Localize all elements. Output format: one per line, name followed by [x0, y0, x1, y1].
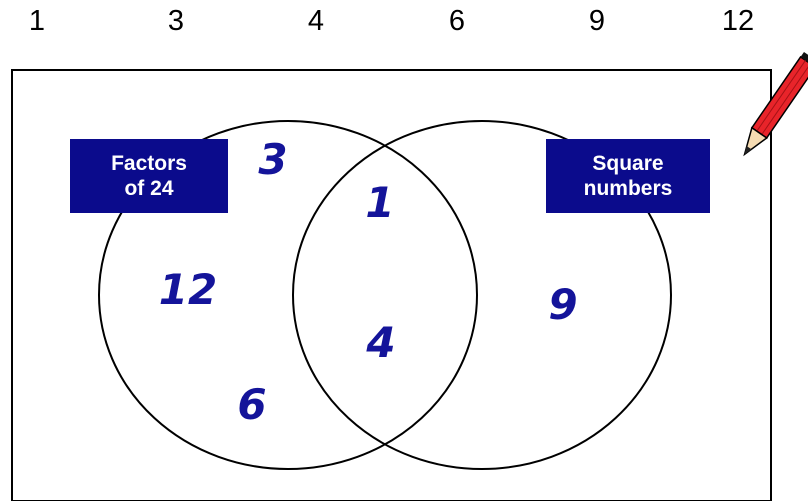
- member-intersection[interactable]: 1: [365, 178, 395, 227]
- pencil-icon: [743, 51, 808, 157]
- member-intersection[interactable]: 4: [366, 318, 396, 367]
- universal-set-frame: [11, 69, 772, 501]
- member-left-only[interactable]: 12: [158, 265, 218, 314]
- member-left-only[interactable]: 3: [258, 135, 288, 184]
- number-3[interactable]: 3: [167, 5, 185, 37]
- number-9[interactable]: 9: [588, 5, 606, 37]
- number-12[interactable]: 12: [721, 5, 755, 37]
- member-right-only[interactable]: 9: [548, 280, 578, 329]
- left-set-circle: [98, 120, 478, 470]
- left-set-label-line2: of 24: [124, 177, 174, 200]
- right-set-circle: [292, 120, 672, 470]
- left-set-label-line1: Factors: [111, 152, 187, 175]
- left-set-label: Factors of 24: [70, 139, 228, 213]
- number-4[interactable]: 4: [307, 5, 325, 37]
- right-set-label-line1: Square: [592, 152, 664, 175]
- number-1[interactable]: 1: [28, 5, 46, 37]
- right-set-label: Square numbers: [546, 139, 710, 213]
- right-set-label-line2: numbers: [583, 177, 673, 200]
- number-6[interactable]: 6: [448, 5, 466, 37]
- member-left-only[interactable]: 6: [237, 380, 267, 429]
